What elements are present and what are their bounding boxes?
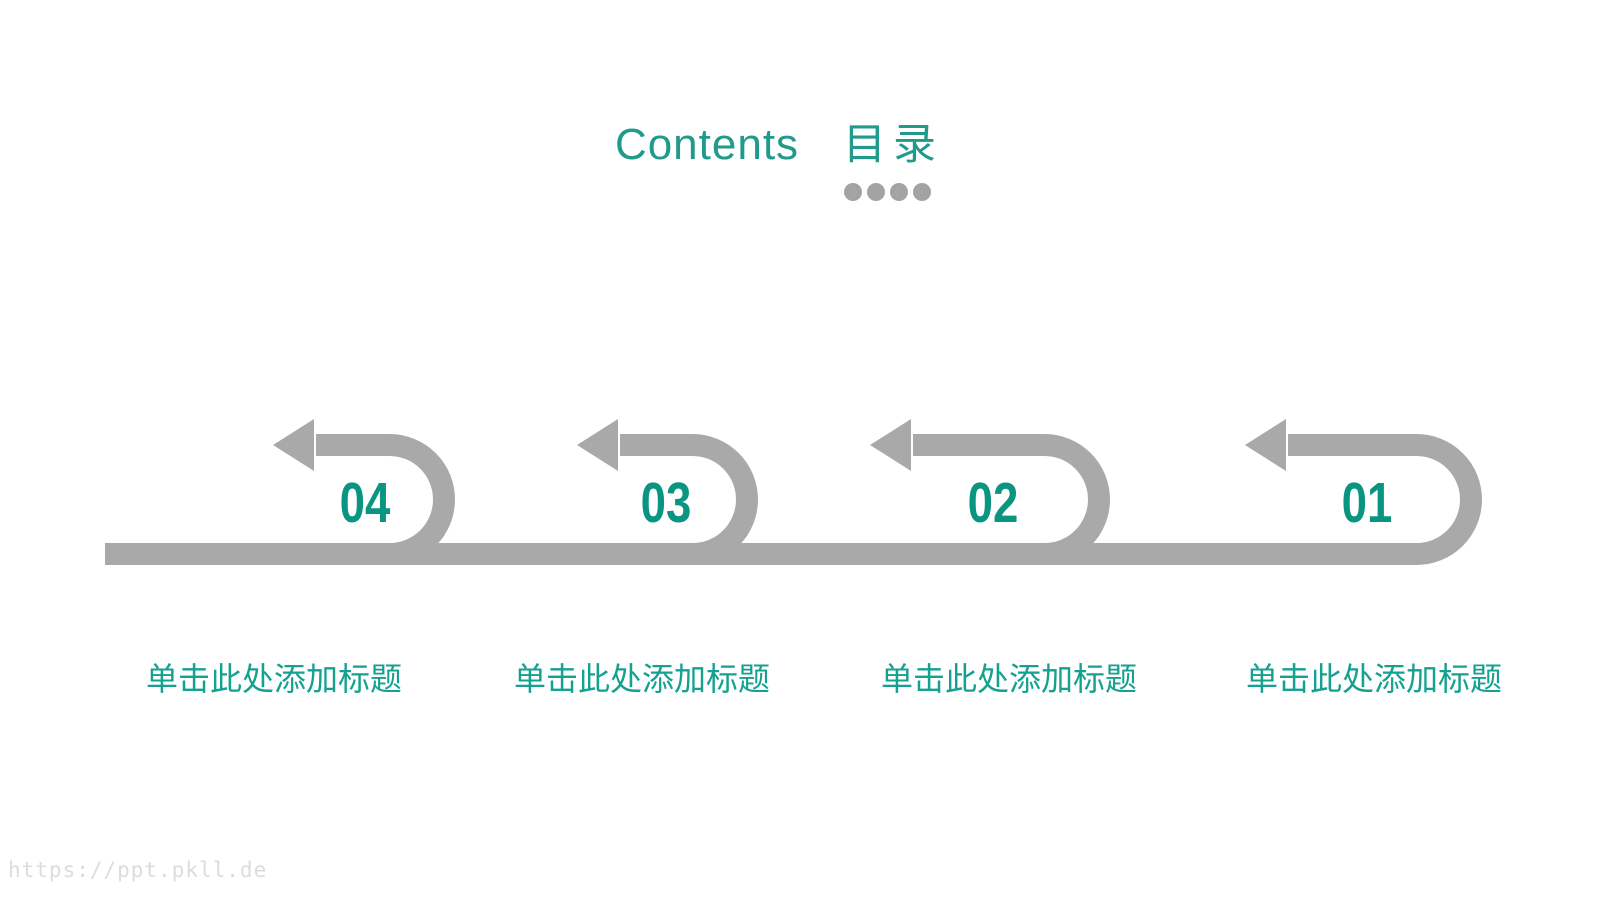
arrow-head-left-icon [273,419,314,471]
title-placeholder-04[interactable]: 单击此处添加标题 [145,661,403,697]
watermark-url[interactable]: https://ppt.pkll.de [8,858,268,882]
u-turn-arrow-path [105,434,1482,565]
loop-number: 01 [1342,470,1393,534]
dot-icon [867,183,885,201]
page-title: Contents 目录 [0,110,1579,172]
dot-icon [890,183,908,201]
loop-arrow-04: 04 [273,419,455,565]
loop-arrow-01: 01 [105,419,1482,565]
loop-arrow-03: 03 [577,419,758,565]
loop-arrow-02: 02 [870,419,1110,565]
dot-icon [844,183,862,201]
arrow-head-left-icon [1245,419,1286,471]
dot-icon [913,183,931,201]
arrow-head-left-icon [870,419,911,471]
arrow-head-left-icon [577,419,618,471]
loop-number: 04 [340,470,391,534]
loop-number: 03 [641,470,692,534]
u-turn-arrow-path [316,434,455,565]
title-placeholder-01[interactable]: 单击此处添加标题 [1245,661,1503,697]
title-placeholder-02[interactable]: 单击此处添加标题 [880,661,1138,697]
u-turn-arrow-path [620,434,758,565]
four-dots-ornament [844,183,931,201]
title-chinese: 目录 [843,121,944,169]
title-placeholder-03[interactable]: 单击此处添加标题 [513,661,771,697]
loop-number: 02 [968,470,1019,534]
u-turn-arrow-path [913,434,1110,565]
title-english: Contents [614,120,800,169]
